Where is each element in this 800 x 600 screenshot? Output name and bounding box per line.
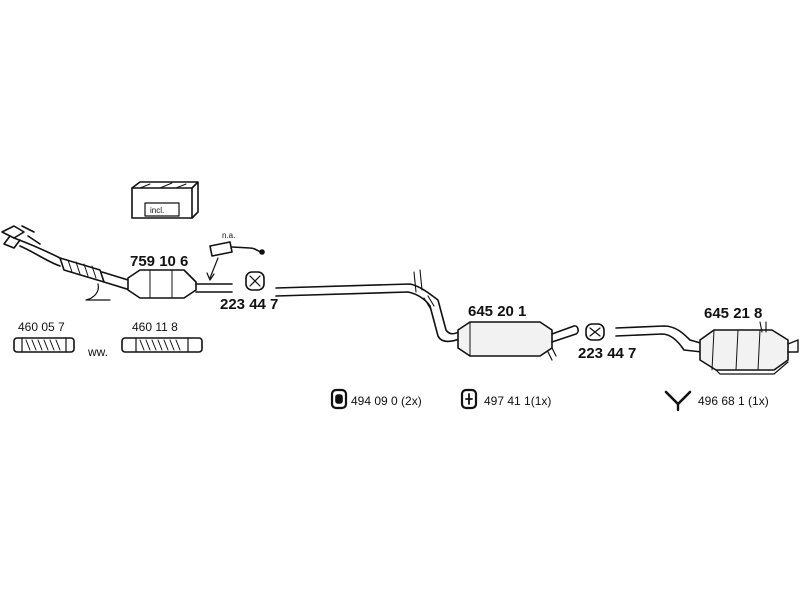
middle-silencer: [457, 321, 579, 361]
incl-label: incl.: [150, 206, 164, 215]
sensor-na-label: n.a.: [222, 231, 235, 240]
catalytic-converter: [127, 257, 233, 299]
legend-code-1: 494 09 0 (2x): [351, 394, 422, 408]
mounting-kit-box: [131, 181, 199, 219]
legend-code-3: 496 68 1 (1x): [698, 394, 769, 408]
front-pipe: [1, 225, 131, 301]
rubber-hanger-icon: [330, 388, 348, 410]
oxygen-sensor: [209, 241, 265, 257]
clamp-front-label: 223 44 7: [220, 296, 278, 313]
flex-pipe-b: [121, 337, 203, 353]
flex-pipe-a: [13, 337, 75, 353]
ww-label: ww.: [87, 345, 108, 359]
middle-silencer-label: 645 20 1: [468, 303, 526, 320]
intermediate-pipe: [275, 269, 463, 343]
clamp-rear: [585, 323, 605, 341]
clamp-front: [245, 271, 265, 291]
legend-code-2: 497 41 1(1x): [484, 394, 551, 408]
rear-silencer-label: 645 21 8: [704, 305, 762, 322]
catalytic-converter-label: 759 10 6: [130, 253, 188, 270]
clamp-rear-label: 223 44 7: [578, 345, 636, 362]
rubber-mount-icon: [460, 388, 478, 410]
flex-pipe-b-label: 460 11 8: [132, 320, 178, 334]
rear-silencer: [615, 321, 799, 375]
v-bracket-icon: [664, 390, 692, 412]
flex-pipe-a-label: 460 05 7: [18, 320, 65, 334]
